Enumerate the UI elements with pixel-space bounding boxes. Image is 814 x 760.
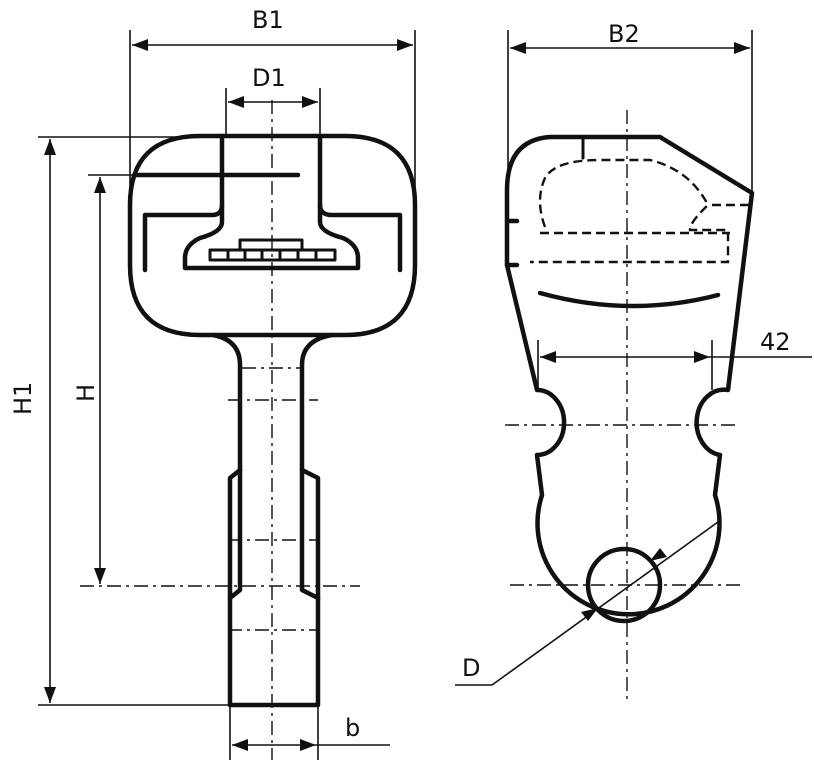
label-b1: B1 bbox=[252, 6, 284, 34]
label-d: D bbox=[462, 654, 480, 682]
side-curve bbox=[537, 290, 721, 309]
label-b2: B2 bbox=[608, 20, 640, 48]
label-42: 42 bbox=[760, 328, 791, 356]
label-b: b bbox=[345, 714, 360, 742]
dimension-b: b bbox=[229, 705, 390, 760]
head-teeth bbox=[208, 238, 337, 262]
dimension-d: D bbox=[455, 521, 719, 686]
dimension-h1: H1 bbox=[9, 136, 230, 706]
dimension-b1: B1 bbox=[129, 6, 416, 200]
shank-inner bbox=[227, 467, 321, 601]
label-d1: D1 bbox=[252, 64, 286, 92]
dimension-b2: B2 bbox=[507, 20, 753, 195]
label-h1: H1 bbox=[9, 382, 37, 415]
label-h: H bbox=[72, 384, 100, 402]
side-outline bbox=[504, 134, 755, 617]
pin-hole bbox=[585, 546, 663, 624]
side-view bbox=[504, 110, 755, 700]
hook-hidden bbox=[530, 158, 730, 264]
dimension-d1: D1 bbox=[225, 64, 321, 136]
neck-outline bbox=[210, 332, 335, 473]
shank-outline bbox=[227, 467, 321, 708]
front-view bbox=[80, 100, 418, 760]
dimension-h: H bbox=[72, 174, 135, 584]
dimension-42: 42 bbox=[537, 328, 812, 390]
